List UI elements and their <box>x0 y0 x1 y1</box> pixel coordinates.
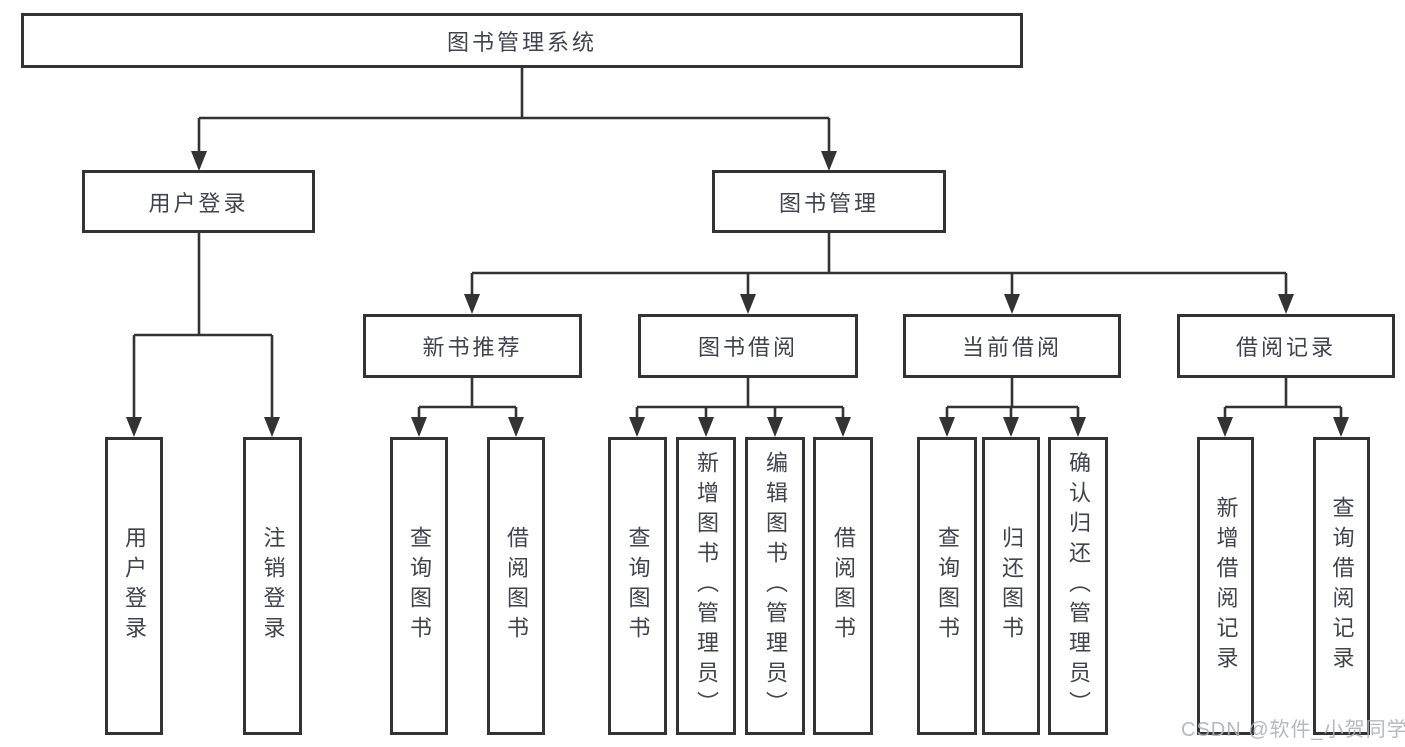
leaf-query-books-recommend: 查询图书 <box>390 437 448 735</box>
node-user-login: 用户登录 <box>82 170 315 233</box>
node-library-management-system: 图书管理系统 <box>21 13 1023 68</box>
leaf-user-login: 用户登录 <box>105 437 163 735</box>
node-book-borrowing: 图书借阅 <box>638 314 858 378</box>
node-new-book-recommendation: 新书推荐 <box>363 314 582 378</box>
node-borrowing-records: 借阅记录 <box>1177 314 1395 378</box>
csdn-watermark: CSDN @软件_小贺同学 <box>1181 719 1405 741</box>
leaf-query-borrowing-record: 查询借阅记录 <box>1313 437 1370 735</box>
leaf-confirm-return-admin: 确认归还（管理员） <box>1048 437 1108 735</box>
leaf-return-books: 归还图书 <box>982 437 1040 735</box>
node-book-management: 图书管理 <box>712 170 946 233</box>
leaf-borrow-books-borrowing: 借阅图书 <box>813 437 873 735</box>
leaf-add-books-admin: 新增图书（管理员） <box>676 437 736 735</box>
leaf-logout-login: 注销登录 <box>243 437 302 735</box>
arrowheads <box>126 151 1349 437</box>
leaf-add-borrowing-record: 新增借阅记录 <box>1197 437 1254 735</box>
leaf-borrow-books-recommend: 借阅图书 <box>487 437 545 735</box>
node-current-borrowing: 当前借阅 <box>903 314 1121 378</box>
leaf-edit-books-admin: 编辑图书（管理员） <box>745 437 805 735</box>
leaf-query-books-current: 查询图书 <box>917 437 977 735</box>
leaf-query-books-borrowing: 查询图书 <box>608 437 667 735</box>
